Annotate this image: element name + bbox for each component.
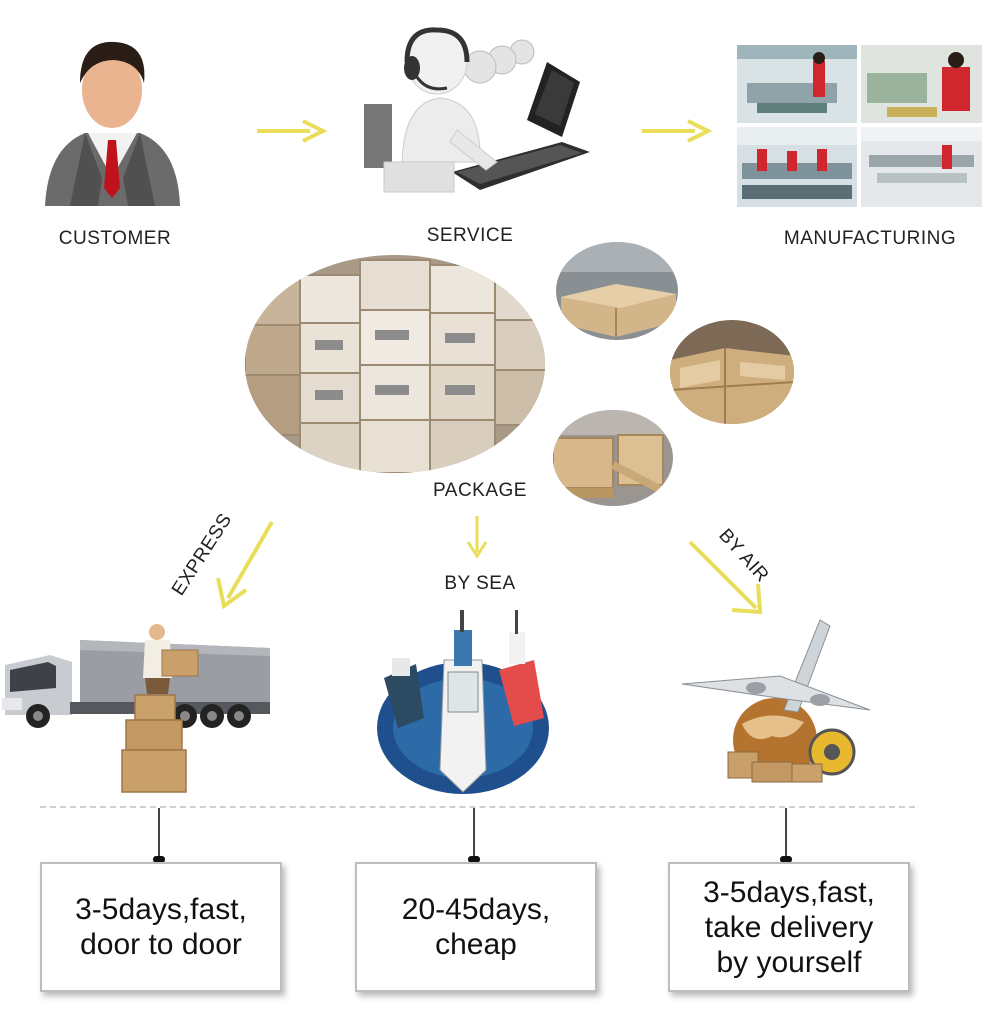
boxes-photo — [245, 255, 545, 473]
arrow-customer-to-service — [255, 116, 330, 146]
truck-icon — [0, 620, 272, 798]
air-hook-knob — [780, 856, 792, 865]
arrow-to-air — [686, 538, 768, 620]
air-hook — [785, 808, 787, 858]
sea-note: 20-45days, cheap — [401, 893, 551, 961]
air-note: 3-5days,fast, take delivery by yourself — [703, 875, 875, 979]
customer-icon — [40, 28, 185, 208]
crate-photo-1 — [556, 242, 678, 340]
service-label: SERVICE — [426, 225, 514, 246]
air-info-box: 3-5days,fast, take delivery by yourself — [668, 862, 910, 992]
ships-icon — [374, 600, 552, 796]
crate-photo-2 — [670, 320, 795, 424]
arrow-service-to-manufacturing — [640, 116, 715, 146]
manufacturing-label: MANUFACTURING — [783, 228, 957, 249]
customer-label: CUSTOMER — [58, 228, 172, 249]
airplane-icon — [680, 612, 880, 787]
express-info-box: 3-5days,fast, door to door — [40, 862, 282, 992]
arrow-to-express — [210, 518, 280, 610]
package-label: PACKAGE — [433, 480, 527, 501]
crate-photo-3 — [553, 410, 673, 507]
sea-hook — [473, 808, 475, 858]
express-hook — [158, 808, 160, 858]
express-note: 3-5days,fast, door to door — [75, 893, 247, 961]
express-hook-knob — [153, 856, 165, 865]
sea-hook-knob — [468, 856, 480, 865]
sea-info-box: 20-45days, cheap — [355, 862, 597, 992]
service-agents-icon — [362, 22, 600, 200]
factory-photo — [737, 45, 982, 207]
sea-label: BY SEA — [444, 573, 516, 594]
divider-line — [40, 806, 915, 808]
arrow-to-sea — [465, 514, 489, 560]
